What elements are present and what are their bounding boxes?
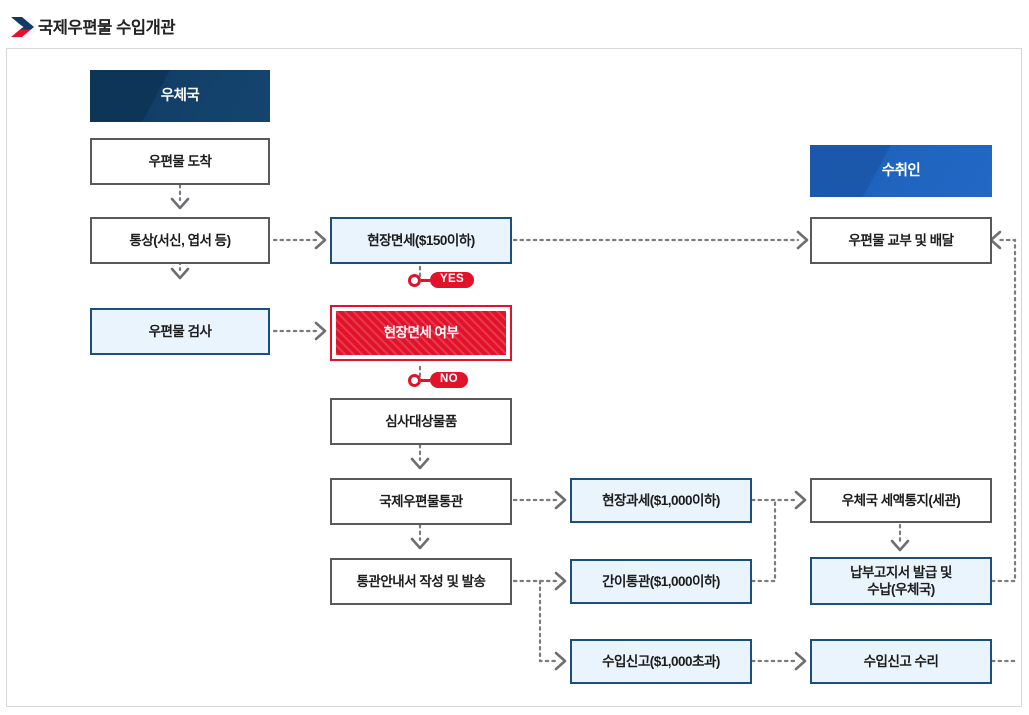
page-header: 국제우편물 수입개관 [0,0,1029,48]
node-mail-arrival[interactable]: 우편물 도착 [90,138,270,185]
branch-yes-marker [408,273,421,287]
node-simple-clearance[interactable]: 간이통관($1,000이하) [570,559,752,604]
page-title: 국제우편물 수입개관 [38,19,176,37]
double-chevron-arrow-icon [11,17,36,37]
node-onsite-exemption[interactable]: 현장면세($150이하) [330,217,512,264]
node-review-target[interactable]: 심사대상물품 [330,398,512,445]
node-ordinary-mail[interactable]: 통상(서신, 엽서 등) [90,217,270,264]
node-mail-inspection[interactable]: 우편물 검사 [90,308,270,355]
node-clearance-notice[interactable]: 통관안내서 작성 및 발송 [330,558,512,605]
node-tax-notice[interactable]: 우체국 세액통지(세관) [810,478,992,523]
node-onsite-taxation[interactable]: 현장과세($1,000이하) [570,478,752,523]
lane-header-recipient: 수취인 [810,145,992,197]
branch-yes-label: YES [430,271,474,289]
node-intl-mail-clearance[interactable]: 국제우편물통관 [330,478,512,525]
node-import-declaration[interactable]: 수입신고($1,000초과) [570,639,752,684]
node-exemption-decision-label: 현장면세 여부 [336,311,506,355]
branch-yes-stem [421,278,430,282]
branch-yes: YES [408,270,474,290]
branch-no: NO [408,370,468,390]
branch-no-label: NO [430,371,468,389]
lane-header-post-office: 우체국 [90,70,270,122]
node-payment-notice[interactable]: 납부고지서 발급 및 수납(우체국) [810,557,992,605]
branch-no-stem [421,378,430,382]
node-exemption-decision[interactable]: 현장면세 여부 [330,305,512,361]
branch-no-marker [408,373,421,387]
node-declaration-accept[interactable]: 수입신고 수리 [810,639,992,684]
node-mail-delivery[interactable]: 우편물 교부 및 배달 [810,217,992,264]
